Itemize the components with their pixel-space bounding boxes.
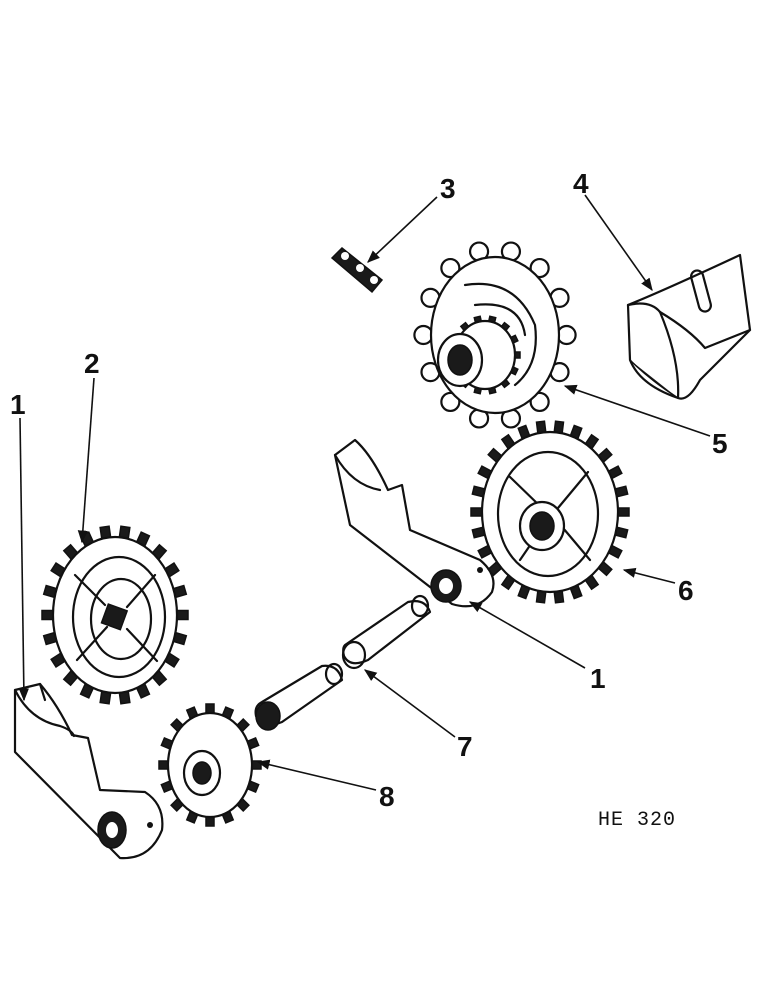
gear-tooth [413,324,434,346]
leader-lines [18,194,711,791]
callout-6: 6 [678,575,694,606]
drawing-code: HE 320 [598,809,676,832]
callout-4: 4 [573,168,589,199]
callout-7: 7 [457,731,473,762]
shaft-pin-part-7 [341,594,432,670]
chain-link-part-3 [330,246,384,294]
callout-1-left: 1 [10,389,26,420]
callout-2: 2 [84,348,100,379]
gear-part-2 [41,525,189,705]
gear-tooth [529,391,550,413]
gear-tooth [440,391,461,413]
gear-part-6 [470,420,630,604]
callout-5: 5 [712,428,728,459]
callout-8: 8 [379,781,395,812]
gear-tooth [529,257,550,279]
bracket-part-1-left [13,682,164,860]
shaft-pin-left [254,662,344,731]
sprocket-part-5 [413,241,577,429]
callout-1-right: 1 [590,663,606,694]
bracket-part-1-right [333,438,495,608]
callout-3: 3 [440,173,456,204]
gear-part-8 [158,703,262,827]
gear-tooth [556,324,577,346]
gear-tooth [440,257,461,279]
guard-part-4 [626,253,752,400]
